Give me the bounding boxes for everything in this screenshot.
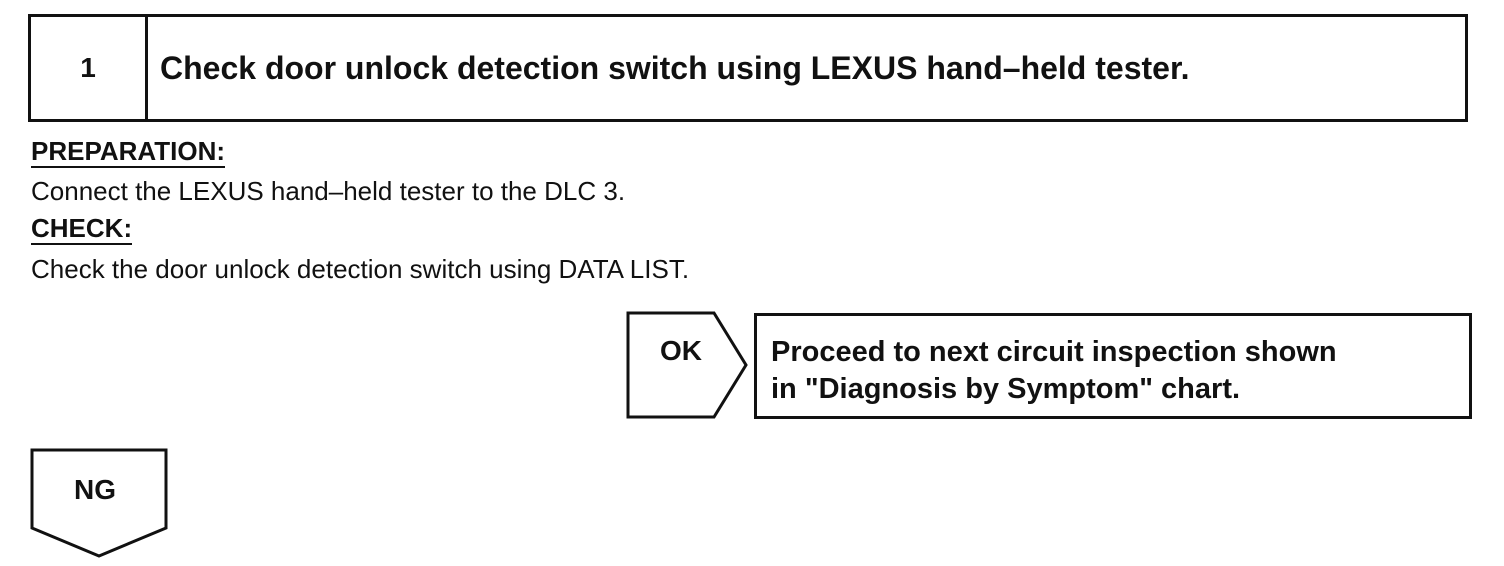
check-heading: CHECK: (31, 213, 133, 245)
step-title: Check door unlock detection switch using… (160, 49, 1190, 86)
step-number: 1 (31, 17, 148, 119)
ng-label: NG (74, 474, 116, 505)
ok-result-line-2: in "Diagnosis by Symptom" chart. (771, 373, 1241, 405)
preparation-heading: PREPARATION: (31, 136, 226, 168)
ok-result-box: Proceed to next circuit inspection shown… (754, 313, 1472, 419)
preparation-text: Connect the LEXUS hand–held tester to th… (31, 176, 626, 206)
step-header-box: 1 Check door unlock detection switch usi… (28, 14, 1468, 122)
ok-result-line-1: Proceed to next circuit inspection shown (771, 336, 1337, 368)
ok-label: OK (660, 335, 702, 366)
check-text: Check the door unlock detection switch u… (31, 254, 690, 284)
ng-arrow-shape (30, 448, 168, 558)
ok-arrow-shape (626, 311, 748, 419)
